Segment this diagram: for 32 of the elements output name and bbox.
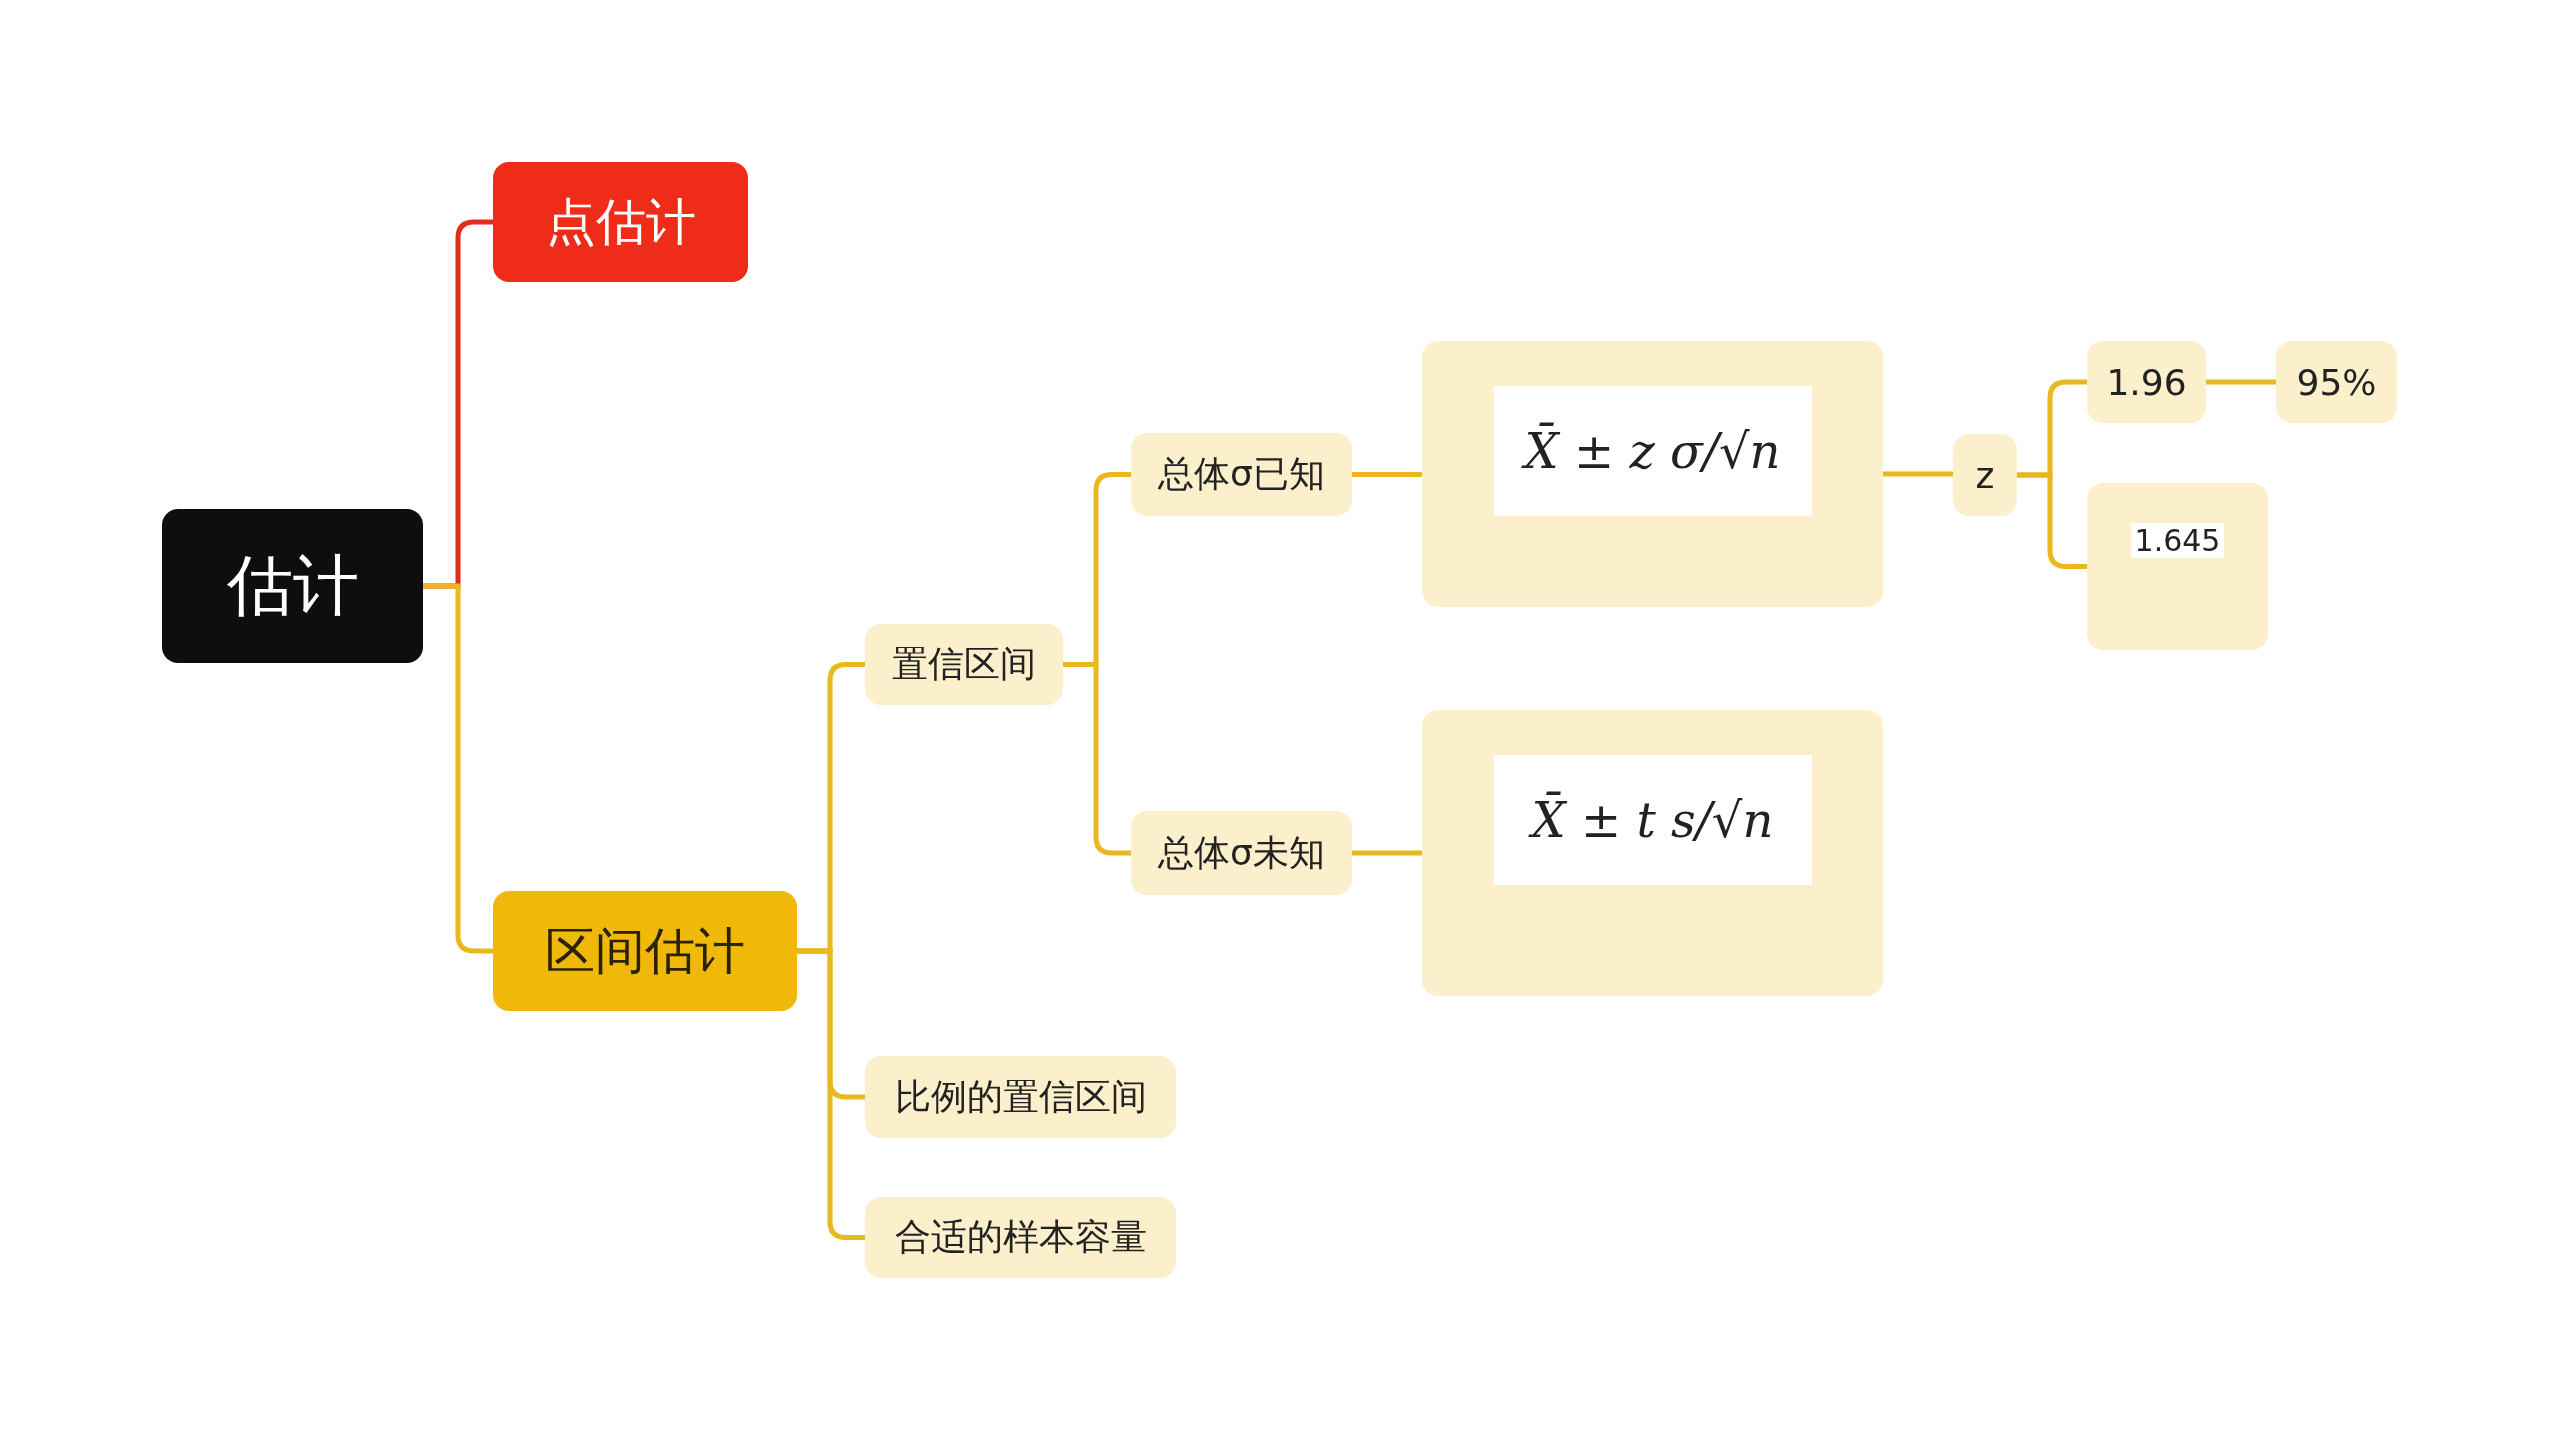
connector-line (1352, 472, 1422, 477)
topic-box (2276, 341, 2397, 423)
topic-label: 95% (2296, 361, 2377, 403)
connector-line (2206, 379, 2276, 385)
root-topic-box (162, 509, 423, 663)
topic-label: 合适的样本容量 (894, 1215, 1147, 1259)
main-topic-box (493, 162, 748, 282)
main-topic-box (493, 891, 797, 1011)
topic-label: 比例的置信区间 (894, 1074, 1147, 1119)
topic-label: 1.645 (2130, 523, 2225, 558)
formula-box (1422, 341, 1883, 607)
connector-line (1883, 471, 1953, 477)
topic-label: 点估计 (545, 191, 696, 253)
topic-box (865, 1197, 1176, 1278)
topic-label: 总体σ已知 (1158, 452, 1325, 496)
topic-box (1131, 811, 1352, 895)
topic-label: 1.96 (2106, 361, 2187, 403)
topic-label: 总体σ未知 (1158, 830, 1325, 875)
connector-line (1352, 850, 1422, 856)
topic-box (2087, 341, 2206, 423)
topic-box (1131, 433, 1352, 516)
topic-box (1953, 434, 2017, 516)
formula: X̄ ± z σ/√n (1493, 386, 1812, 516)
topic-box (865, 624, 1063, 705)
topic-box (2087, 483, 2268, 650)
formula: X̄ ± t s/√n (1493, 755, 1812, 885)
formula-box (1422, 710, 1883, 996)
topic-box (865, 1056, 1176, 1138)
topic-label: z (1975, 454, 1995, 496)
topic-label: 估计 (226, 546, 359, 626)
topic-label: 置信区间 (892, 642, 1036, 686)
topic-label: 区间估计 (545, 920, 745, 982)
